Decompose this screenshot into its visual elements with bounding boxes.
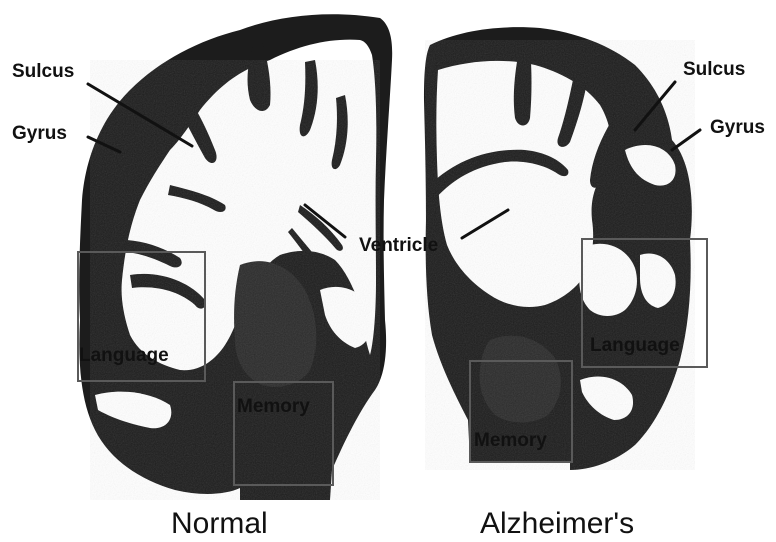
label-ventricle: Ventricle [359, 236, 438, 255]
label-sulcus-normal: Sulcus [12, 62, 74, 81]
label-memory-alzheimers: Memory [474, 431, 547, 450]
label-language-alzheimers: Language [590, 336, 680, 355]
label-language-normal: Language [79, 346, 169, 365]
label-memory-normal: Memory [237, 397, 310, 416]
caption-normal: Normal [171, 509, 268, 539]
label-gyrus-alzheimers: Gyrus [710, 118, 765, 137]
caption-alzheimers: Alzheimer's [480, 509, 634, 539]
label-sulcus-alzheimers: Sulcus [683, 60, 745, 79]
label-gyrus-normal: Gyrus [12, 124, 67, 143]
